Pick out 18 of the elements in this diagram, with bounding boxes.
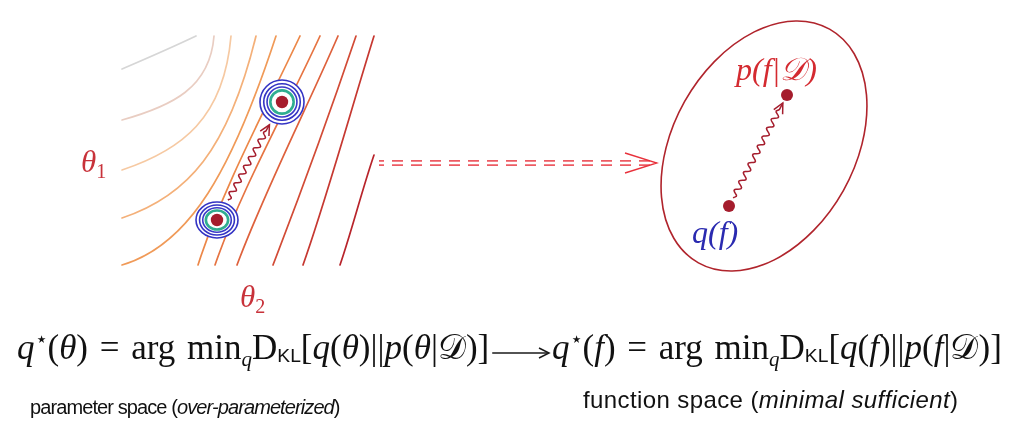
contour-plot (120, 34, 376, 267)
point-label: q(f) (692, 215, 739, 251)
equation-note: function space (minimal sufficient) (583, 386, 959, 415)
dashed-arrow (379, 152, 658, 174)
equation: q$^{⋆}$(f) = arg min$_{q}$D$_{KL}$[q(f)||p(f|𝒟)] (552, 327, 1002, 369)
ellipse-outline (660, 20, 868, 272)
point-dot (781, 89, 793, 101)
axis-label: θ$_{2}$ (240, 280, 266, 315)
wavy-arrow (227, 124, 271, 201)
equation: q$^{⋆}$(θ) = arg min$_{q}$D$_{KL}$[q(θ)||p(θ|𝒟)] (17, 327, 490, 369)
axis-label: θ$_{1}$ (81, 145, 107, 180)
arrow (491, 347, 550, 359)
point-label: p(f|𝒟) (736, 52, 817, 88)
wavy-arrow (732, 102, 784, 199)
ring-marker (195, 201, 239, 239)
equation-note: parameter space (over-parameterized) (30, 395, 340, 419)
ring-marker (259, 79, 305, 125)
point-dot (723, 200, 735, 212)
